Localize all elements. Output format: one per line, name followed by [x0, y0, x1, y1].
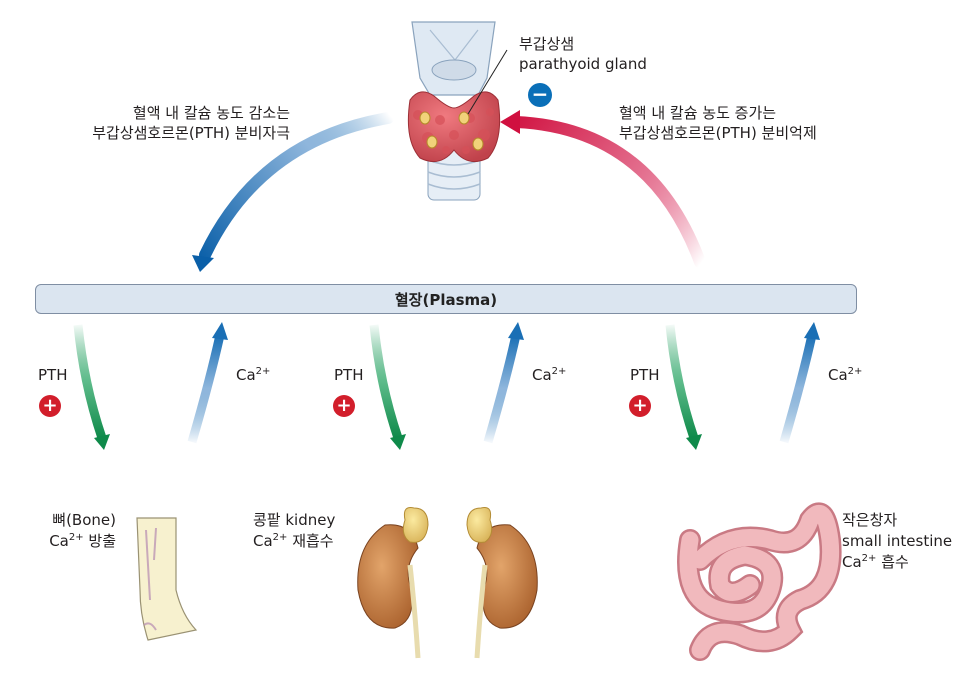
intestine-label-line3: Ca2+ 흡수: [842, 552, 909, 572]
ca-charge: 2+: [551, 366, 567, 377]
kidney-label-line1: 콩팥 kidney: [253, 511, 336, 529]
ca-text: Ca: [236, 366, 256, 384]
ca-charge: 2+: [861, 553, 877, 564]
kidney-left-illustration: [357, 507, 429, 659]
intestine-action: 흡수: [876, 553, 909, 571]
plus-icon-intestine: +: [629, 395, 651, 417]
ca-charge: 2+: [272, 532, 288, 543]
gland-label-en: parathyoid gland: [519, 55, 647, 73]
ca-text: Ca: [828, 366, 848, 384]
ca-label-bone: Ca2+: [236, 365, 270, 385]
pth-label-bone: PTH: [38, 366, 68, 384]
inhibit-arrow: [500, 110, 706, 268]
bone-action: 방출: [83, 532, 116, 550]
ca-text: Ca: [532, 366, 552, 384]
intestine-label-line2: small intestine: [842, 532, 953, 550]
thyroid-gland: [407, 91, 501, 163]
ca-charge: 2+: [255, 366, 271, 377]
kidney-right-illustration: [466, 507, 538, 659]
parathyroid-nodules: [419, 111, 484, 151]
plasma-bar: 혈장(Plasma): [35, 284, 857, 314]
gland-label-ko: 부갑상샘: [519, 35, 575, 53]
pth-label-intestine: PTH: [630, 366, 660, 384]
inhibit-label-line1: 혈액 내 칼슘 농도 증가는: [619, 104, 777, 122]
stimulate-label-line2: 부갑상샘호르몬(PTH) 분비자극: [92, 124, 290, 142]
larynx-trachea: [411, 21, 496, 201]
plus-icon-bone: +: [39, 395, 61, 417]
ca-label-intestine: Ca2+: [828, 365, 862, 385]
bone-label-line1: 뼈(Bone): [52, 511, 116, 529]
ca-text: Ca: [49, 532, 69, 550]
flow-arrows-kidney: [369, 322, 524, 450]
flow-arrows-bone: [73, 322, 228, 450]
plus-icon-kidney: +: [333, 395, 355, 417]
kidney-action: 재흡수: [287, 532, 334, 550]
flow-arrows-intestine: [665, 322, 820, 450]
minus-icon: −: [528, 83, 552, 107]
ca-text: Ca: [253, 532, 273, 550]
ca-label-kidney: Ca2+: [532, 365, 566, 385]
inhibit-label-line2: 부갑상샘호르몬(PTH) 분비억제: [619, 124, 817, 142]
stimulate-label-line1: 혈액 내 칼슘 농도 감소는: [132, 104, 290, 122]
ca-charge: 2+: [68, 532, 84, 543]
pth-label-kidney: PTH: [334, 366, 364, 384]
bone-illustration: [136, 517, 198, 641]
kidney-label-line2: Ca2+ 재흡수: [253, 531, 334, 551]
stimulate-arrow: [192, 112, 394, 272]
ca-text: Ca: [842, 553, 862, 571]
ca-charge: 2+: [847, 366, 863, 377]
intestine-label-line1: 작은창자: [842, 511, 898, 529]
small-intestine-illustration: [677, 502, 842, 661]
gland-pointer-line: [467, 49, 508, 115]
bone-label-line2: Ca2+ 방출: [20, 531, 116, 551]
